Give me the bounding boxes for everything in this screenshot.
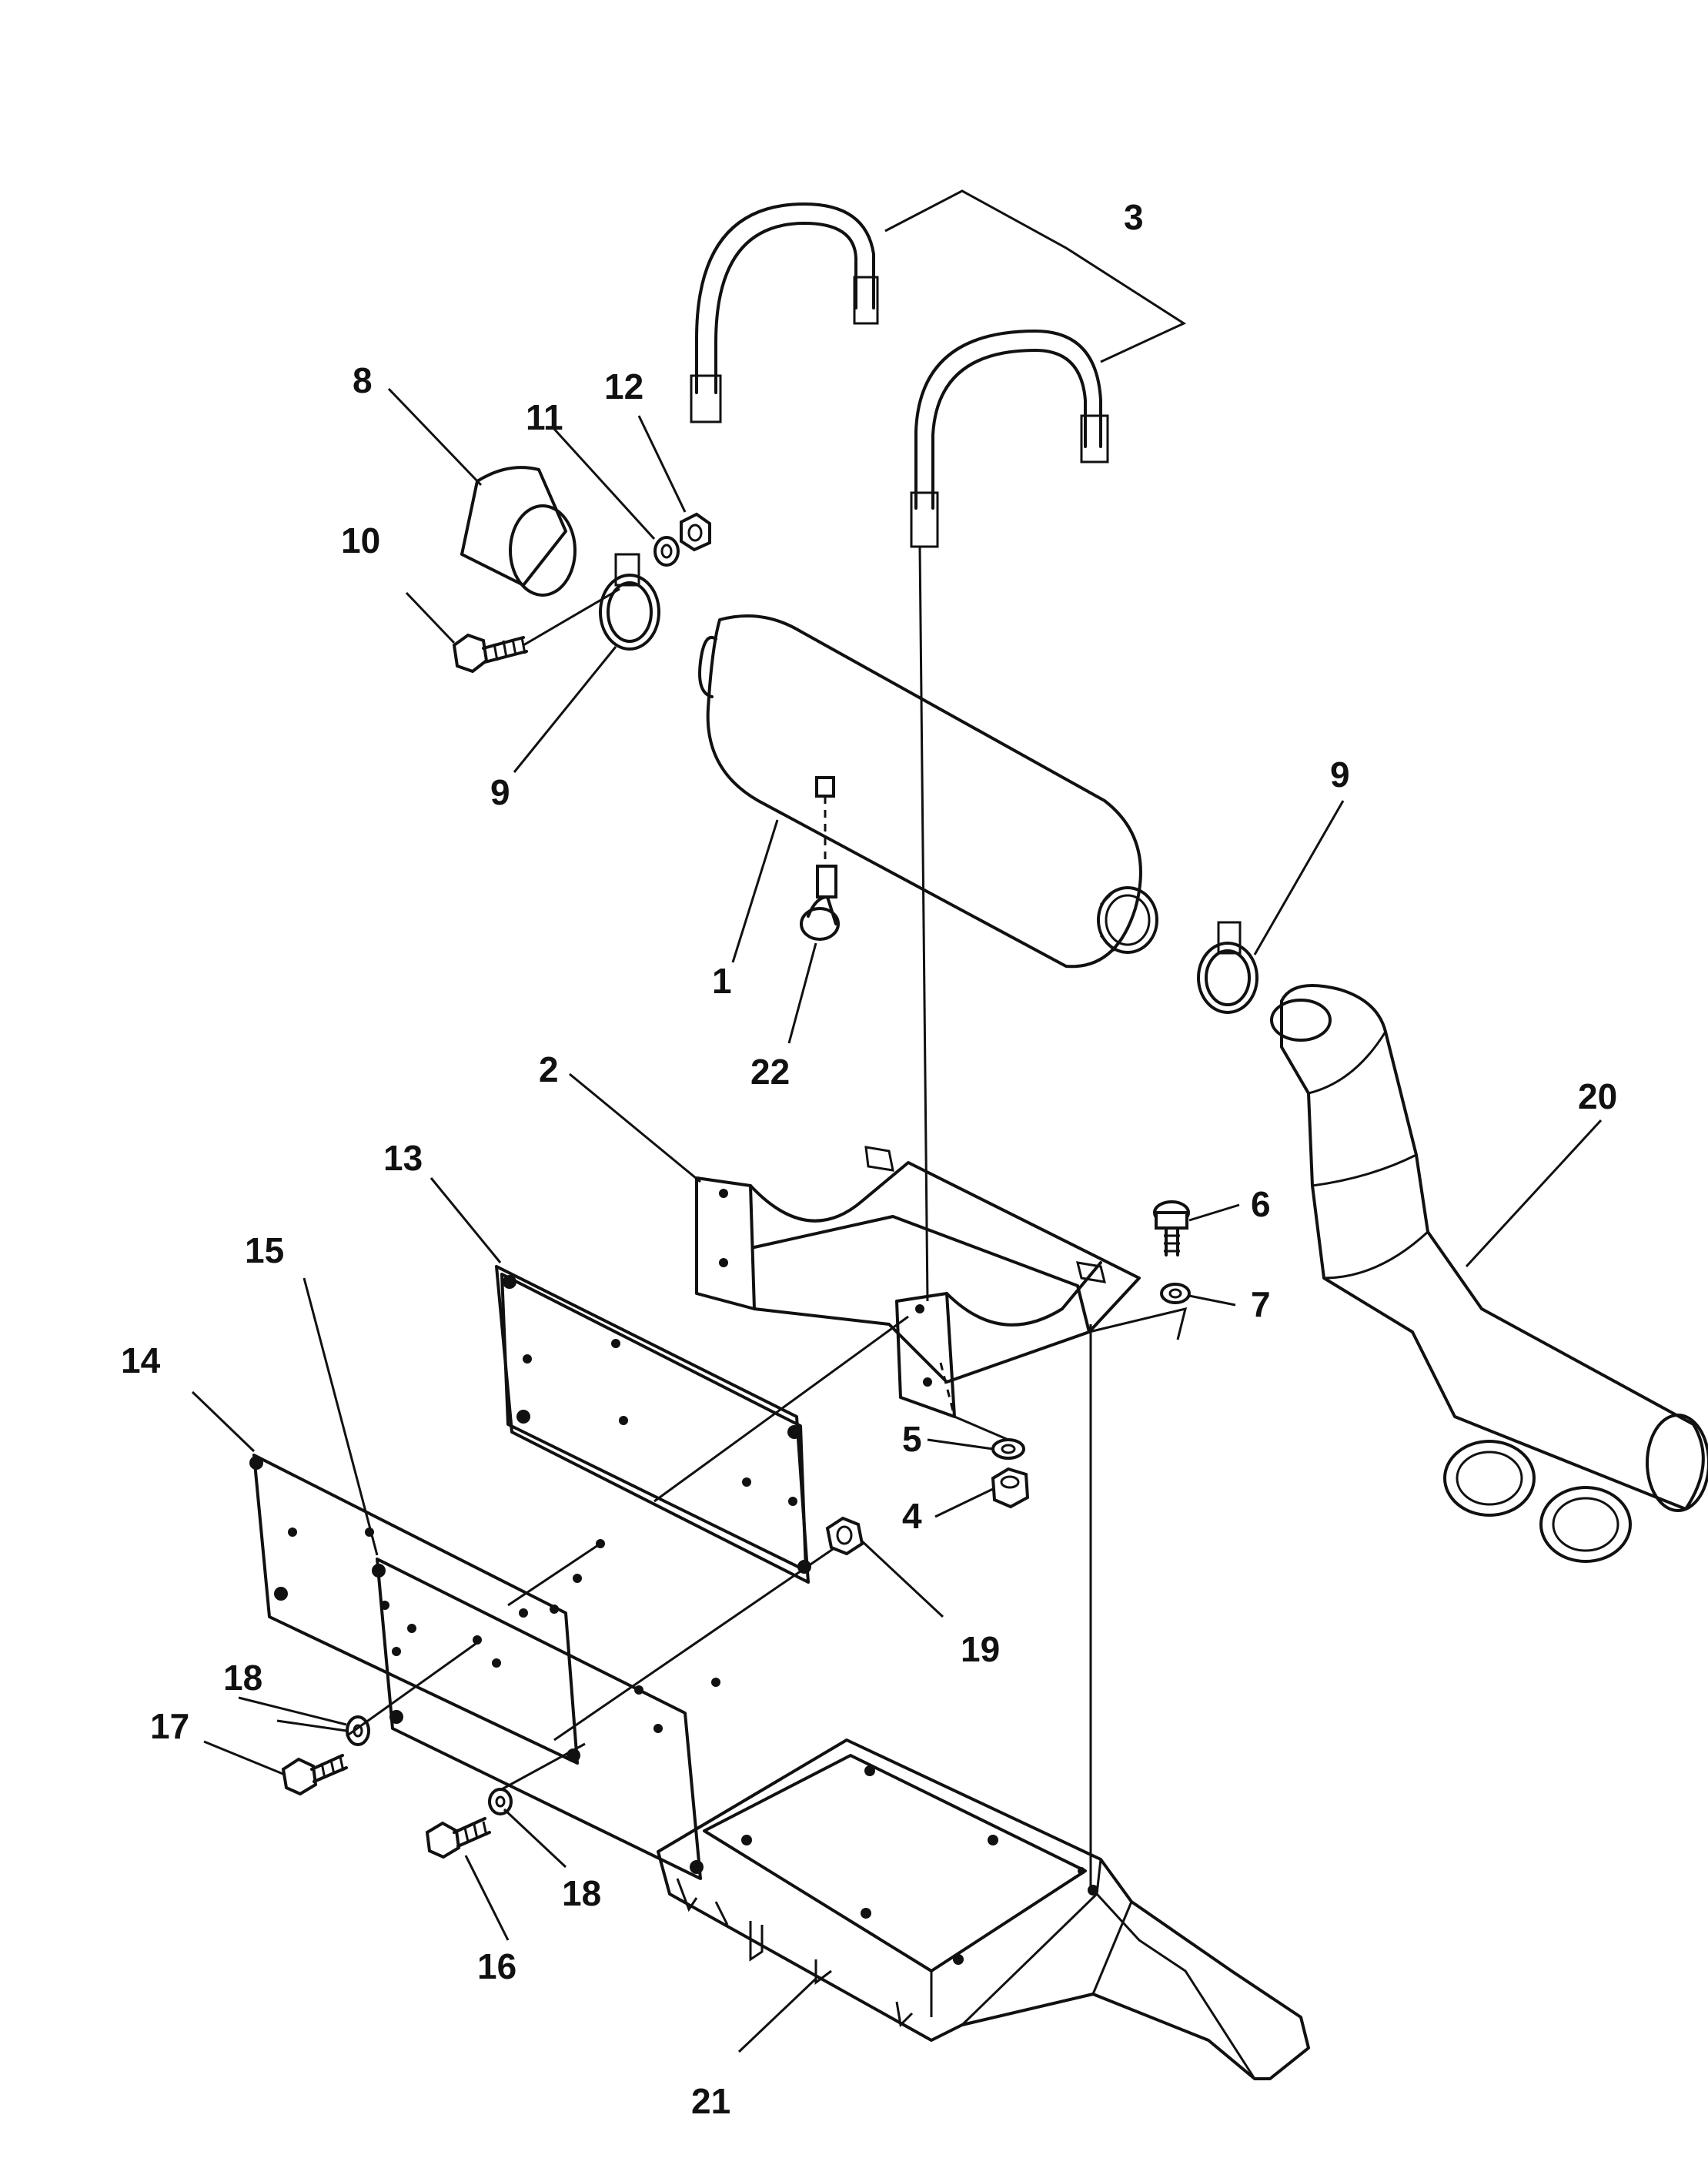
drain-part-22	[800, 865, 840, 941]
callout-1: 1	[712, 961, 732, 1001]
bracket-part-2	[695, 1146, 1188, 1418]
callout-2: 2	[539, 1049, 559, 1089]
callout-13: 13	[383, 1138, 423, 1178]
callout-12: 12	[604, 366, 643, 407]
callout-11: 11	[526, 397, 563, 437]
callout-18-upper: 18	[223, 1658, 262, 1698]
callout-3: 3	[1124, 197, 1144, 237]
nut-part-4	[991, 1467, 1030, 1509]
panel-part-13	[495, 1265, 811, 1584]
washer-part-18-upper	[346, 1715, 370, 1746]
bolt-part-16	[425, 1817, 491, 1859]
u-bolt-upper	[690, 202, 879, 423]
callout-5: 5	[902, 1419, 922, 1459]
muffler-part-1	[698, 614, 1158, 969]
clamp-part-9-right	[1197, 921, 1258, 1014]
callout-9-left: 9	[490, 772, 510, 812]
leader-lines	[191, 387, 1603, 2053]
callout-22: 22	[750, 1052, 790, 1092]
callout-4: 4	[902, 1496, 922, 1536]
callout-20: 20	[1578, 1076, 1617, 1116]
elbow-part-8	[460, 466, 577, 597]
bolt-part-10	[452, 633, 528, 674]
washer-part-11	[653, 536, 680, 567]
panel-part-15	[372, 1558, 720, 1880]
bolt-part-6	[1153, 1200, 1190, 1256]
washer-part-7	[1160, 1283, 1191, 1304]
clamp-part-9-left	[599, 553, 660, 651]
callout-15: 15	[245, 1230, 284, 1270]
base-part-21	[657, 1738, 1310, 2080]
callout-10: 10	[341, 520, 380, 560]
bolt-part-17	[281, 1754, 348, 1796]
callout-8: 8	[353, 360, 373, 400]
callout-16: 16	[477, 1946, 516, 1986]
nut-part-19	[825, 1516, 864, 1556]
callout-7: 7	[1251, 1284, 1271, 1324]
u-bolt-lower	[910, 330, 1109, 548]
nut-part-12	[680, 512, 711, 552]
callout-9-right: 9	[1330, 755, 1350, 795]
callout-14: 14	[121, 1340, 161, 1380]
callout-labels: 3 8 11 12 10 9 1 9 22 2 20 13 6 15 7 14 …	[121, 197, 1617, 2121]
leader-3	[884, 189, 1187, 363]
callout-18-lower: 18	[562, 1873, 601, 1913]
washer-part-5	[991, 1438, 1025, 1460]
callout-6: 6	[1251, 1184, 1271, 1224]
outlet-pipe-part-20	[1270, 984, 1708, 1563]
callout-17: 17	[150, 1706, 189, 1746]
callout-21: 21	[691, 2081, 730, 2121]
washer-part-18-lower	[488, 1788, 513, 1815]
callout-19: 19	[961, 1629, 1000, 1669]
